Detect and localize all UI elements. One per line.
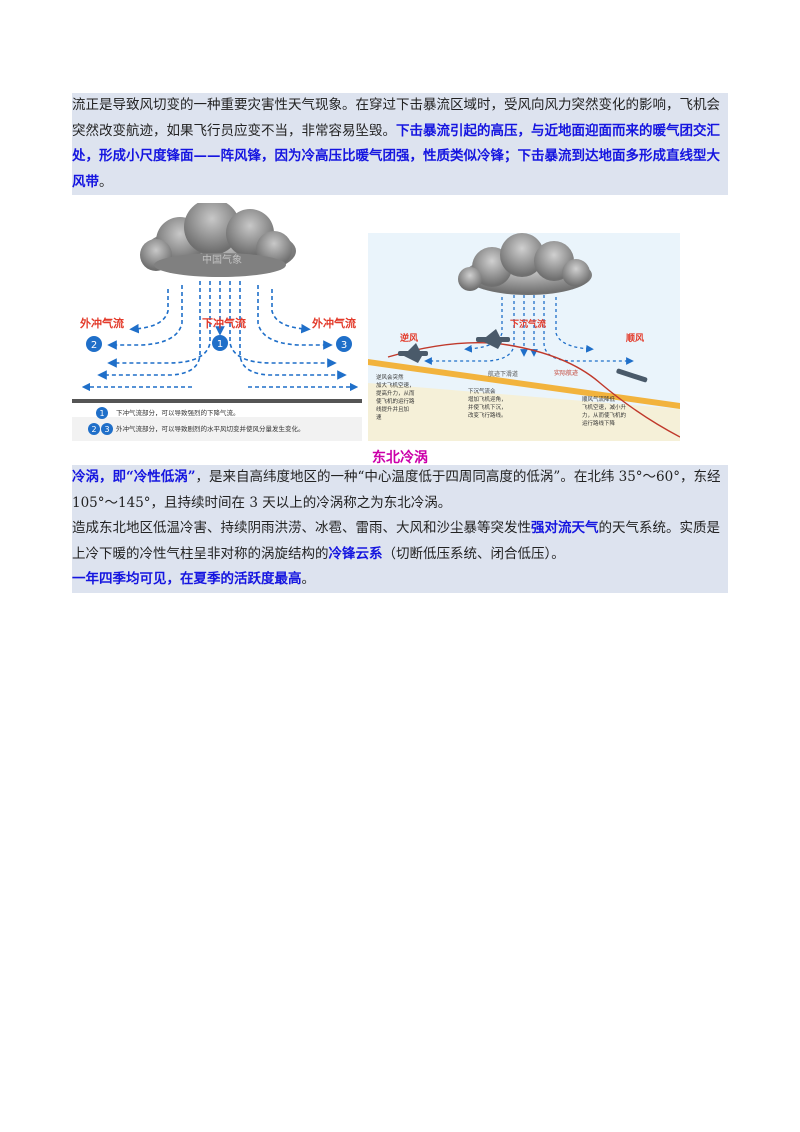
highlight-text: 下击暴流引起的高压，与近地面迎面而来的暖气团交汇处，形成小尺度锋面——阵风锋，因… [72, 122, 720, 190]
label-tailwind: 顺风 [626, 333, 644, 344]
legend-text: 外冲气流部分，可以导致剧烈的水平风切变并使风分量发生变化。 [116, 424, 305, 433]
aircraft-icon [398, 343, 428, 363]
downburst-diagram: 中国气象 外冲气流 下冲气流 外冲气流 [72, 203, 362, 441]
marker-1: 1 [212, 335, 228, 351]
cloud-icon [140, 203, 296, 277]
paragraph-season: 一年四季均可见，在夏季的活跃度最高。 [72, 567, 728, 593]
note-line: 运行路线下降 [582, 419, 616, 427]
paragraph-text: 流正是导致风切变的一种重要灾害性天气现象。在穿过下击暴流区域时，受风向风力突然变… [72, 97, 720, 139]
note-line: 并使飞机下沉， [468, 403, 507, 411]
label-headwind: 逆风 [400, 332, 418, 344]
paragraph-text: （切断低压系统、闭合低压）。 [382, 545, 565, 562]
paragraph-text: ，是来自高纬度地区的一种“中心温度低于四周同高度的低涡”。在北纬 35°～60°… [72, 469, 721, 511]
actual-flight-path [387, 342, 680, 438]
aircraft-icon [476, 329, 510, 349]
label-planned-path: 航迹下滑道 [488, 370, 518, 378]
paragraph-text: 造成东北地区低温冷害、持续阴雨洪涝、冰雹、雷雨、大风和沙尘暴等突发性 [72, 520, 531, 536]
marker-number: 1 [217, 339, 223, 350]
figure-caption: 东北冷涡 [372, 450, 428, 466]
highlight-text: 强对流天气 [531, 520, 599, 536]
label-actual-path: 实际航迹 [554, 369, 578, 377]
cold-vortex-section: 冷涡，即“冷性低涡”，是来自高纬度地区的一种“中心温度低于四周同高度的低涡”。在… [72, 465, 728, 593]
note-downdraft: 下沉气流会 增加飞机迎角， 并使飞机下沉， 改变飞行路线。 [468, 387, 507, 419]
marker-number: 2 [91, 340, 97, 351]
label-downdraft: 下冲气流 [202, 316, 246, 330]
paragraph-definition: 冷涡，即“冷性低涡”，是来自高纬度地区的一种“中心温度低于四周同高度的低涡”。在… [72, 465, 728, 516]
legend-number: 2 [91, 425, 96, 434]
legend-text: 下冲气流部分，可以导致强烈的下降气流。 [116, 408, 240, 417]
note-line: 顺风气流降低 [582, 395, 616, 403]
paragraph-impact: 造成东北地区低温冷害、持续阴雨洪涝、冰雹、雷雨、大风和沙尘暴等突发性强对流天气的… [72, 516, 728, 567]
legend-1: 1 下冲气流部分，可以导致强烈的下降气流。 [96, 407, 240, 419]
document-page: 流正是导致风切变的一种重要灾害性天气现象。在穿过下击暴流区域时，受风向风力突然变… [72, 93, 728, 593]
note-headwind: 逆风会突然 加大飞机空速， 提高升力，从而 使飞机的运行路 线提升并且加 速 [376, 373, 415, 421]
legend-number: 3 [104, 425, 109, 434]
note-tailwind: 顺风气流降低 飞机空速，减小升 力，从而使飞机的 运行路线下降 [582, 395, 627, 427]
note-line: 增加飞机迎角， [468, 395, 507, 403]
highlight-text: 冷涡，即 [72, 469, 126, 485]
note-line: 改变飞行路线。 [468, 411, 507, 419]
note-line: 逆风会突然 [376, 373, 404, 381]
downdraft-arrows [97, 281, 347, 380]
watermark-text: 中国气象 [202, 253, 242, 266]
paragraph-text: 的天气系统。实质是上冷下暖的冷性气柱呈非对称的涡旋结构的 [72, 520, 720, 562]
highlight-text: 冷锋云系 [328, 545, 383, 562]
label-downdraft: 下沉气流 [510, 318, 546, 330]
aircraft-icon [616, 368, 648, 383]
note-line: 下沉气流会 [468, 387, 496, 395]
windshear-aircraft-diagram: 航迹下滑道 实际航迹 逆风 下沉气流 顺风 逆风会突然 加大飞机空速， [368, 233, 680, 441]
label-outflow-left: 外冲气流 [79, 316, 124, 330]
marker-2: 2 [86, 336, 102, 352]
paragraph-downburst: 流正是导致风切变的一种重要灾害性天气现象。在穿过下击暴流区域时，受风向风力突然变… [72, 93, 728, 195]
glide-slope-band [368, 359, 680, 409]
figure-area: 中国气象 外冲气流 下冲气流 外冲气流 [72, 203, 728, 466]
note-line: 速 [376, 414, 382, 421]
label-outflow-right: 外冲气流 [311, 316, 356, 330]
cloud-icon [458, 233, 592, 295]
note-line: 线提升并且加 [376, 405, 409, 413]
legend-number: 1 [99, 409, 104, 418]
note-line: 力，从而使飞机的 [582, 411, 627, 419]
paragraph-text: 。 [301, 571, 316, 587]
note-line: 提高升力，从而 [376, 389, 415, 397]
marker-number: 3 [341, 340, 347, 351]
note-line: 飞机空速，减小升 [582, 403, 627, 411]
highlight-text: 一年四季均可见，在夏季的活跃度最高 [72, 571, 302, 587]
marker-3: 3 [336, 336, 352, 352]
paragraph-text: 。 [99, 173, 113, 190]
highlight-text: “冷性低涡” [126, 469, 196, 485]
note-line: 使飞机的运行路 [376, 397, 415, 405]
legend-2: 2 3 外冲气流部分，可以导致剧烈的水平风切变并使风分量发生变化。 [88, 423, 305, 435]
note-line: 加大飞机空速， [376, 381, 415, 389]
